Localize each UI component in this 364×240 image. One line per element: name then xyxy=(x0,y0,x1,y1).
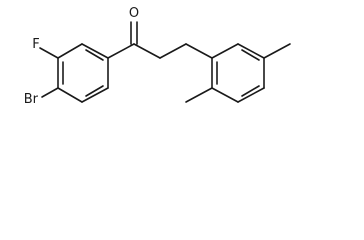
bond xyxy=(57,87,83,103)
bond-methyl xyxy=(185,87,213,103)
bond xyxy=(237,43,265,59)
bond xyxy=(237,87,265,103)
bond xyxy=(159,43,187,59)
bond xyxy=(81,87,109,103)
bond xyxy=(133,43,161,59)
bond xyxy=(57,43,83,59)
bond xyxy=(211,87,239,103)
bond-aromatic-inner xyxy=(241,49,260,61)
bond-to-bromine xyxy=(41,87,59,98)
bond xyxy=(107,43,135,59)
bond-aromatic-inner xyxy=(85,49,104,61)
fluorine-label: F xyxy=(32,37,39,52)
bond-aromatic-inner xyxy=(241,85,260,97)
atom-labels: O F Br xyxy=(24,6,139,107)
molecule-structure: O F Br xyxy=(24,6,291,107)
bond-methyl xyxy=(263,43,291,59)
bonds xyxy=(39,21,291,103)
oxygen-label: O xyxy=(129,6,139,21)
bond-to-fluorine xyxy=(39,47,59,59)
bond xyxy=(81,43,109,59)
bond-aromatic-inner xyxy=(85,85,104,97)
bond xyxy=(185,43,213,59)
bond xyxy=(211,43,239,59)
bromine-label: Br xyxy=(24,92,39,107)
